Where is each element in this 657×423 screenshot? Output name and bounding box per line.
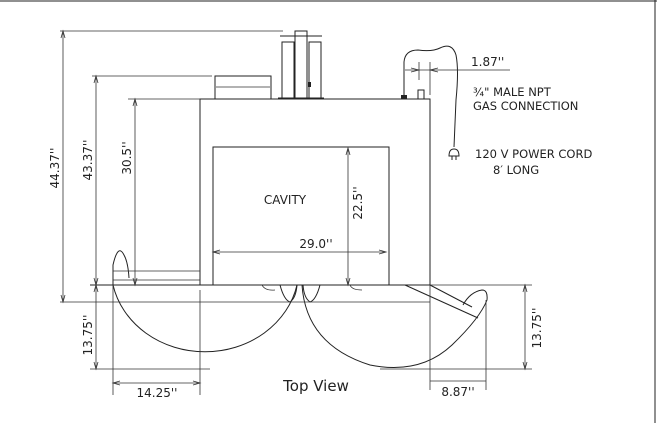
overall-height-label: 44.37'' <box>48 148 62 189</box>
left-door-depth-label: 13.75'' <box>81 315 95 356</box>
body-height-label: 30.5'' <box>120 141 134 174</box>
view-title: Top View <box>282 377 349 395</box>
left-door-width-dimension <box>111 285 202 395</box>
door-height-label: 43.37'' <box>81 140 95 181</box>
top-components <box>214 30 324 100</box>
right-door-depth-label: 13.75'' <box>530 308 544 349</box>
power-cord <box>403 45 458 148</box>
left-door-depth-dimension <box>90 283 210 371</box>
cavity-label: CAVITY <box>264 193 307 207</box>
gas-connection <box>401 45 458 148</box>
body-height-dimension <box>128 97 200 287</box>
cavity-width-dimension <box>211 249 388 255</box>
gas-label-line1: ¾" MALE NPT <box>473 85 552 99</box>
cavity-width-label: 29.0'' <box>299 237 332 251</box>
right-door-width-dimension <box>429 285 487 390</box>
right-door-width-label: 8.87'' <box>441 385 474 399</box>
power-label-line1: 120 V POWER CORD <box>475 147 592 161</box>
gas-label-line2: GAS CONNECTION <box>473 99 578 113</box>
power-label-line2: 8′ LONG <box>493 163 539 177</box>
left-door <box>90 250 430 353</box>
cavity-height-label: 22.5'' <box>351 186 365 219</box>
right-door-depth-dimension <box>380 283 532 371</box>
gas-offset-label: 1.87'' <box>471 55 504 69</box>
gas-offset-dimension <box>405 62 510 95</box>
plug-icon <box>448 148 460 160</box>
oven-body <box>199 98 431 286</box>
door-height-dimension <box>92 74 212 287</box>
right-door <box>261 284 488 368</box>
cavity-height-dimension <box>345 146 351 287</box>
left-door-width-label: 14.25'' <box>137 386 178 400</box>
overall-height-dimension <box>60 29 430 304</box>
